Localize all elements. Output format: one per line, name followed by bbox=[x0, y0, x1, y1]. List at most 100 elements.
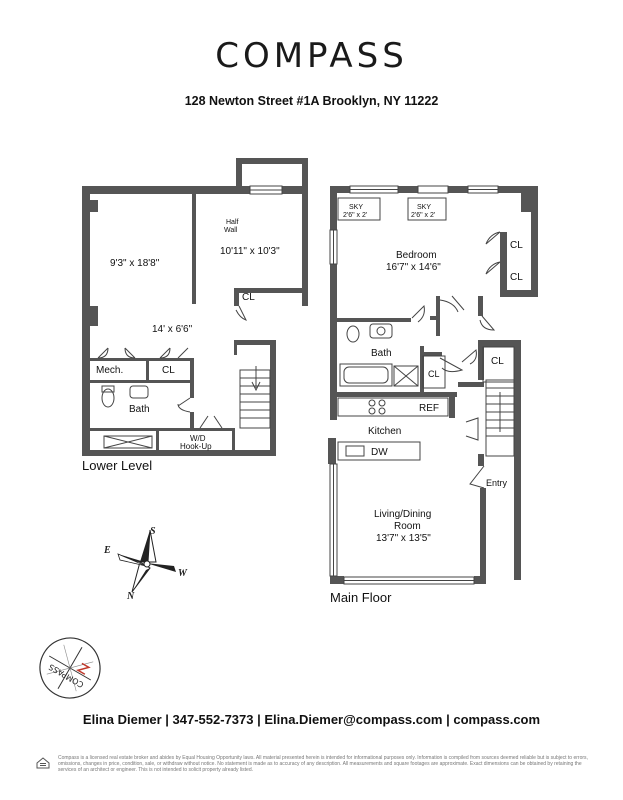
wall bbox=[330, 576, 344, 584]
stairs bbox=[239, 369, 271, 429]
direction-w: W bbox=[178, 568, 188, 579]
room-dimensions: 16'7" x 14'6" bbox=[386, 262, 441, 273]
main-floor-title: Main Floor bbox=[330, 590, 392, 605]
door-swing bbox=[439, 357, 464, 373]
wall bbox=[531, 186, 538, 290]
lower-level-title: Lower Level bbox=[82, 458, 152, 473]
wall bbox=[90, 358, 194, 361]
closet-label: CL bbox=[162, 365, 175, 376]
wall bbox=[236, 158, 308, 164]
room-label-kitchen: Kitchen bbox=[368, 426, 401, 437]
half-wall-label: Half bbox=[226, 219, 239, 226]
toilet bbox=[346, 325, 360, 343]
wall bbox=[270, 340, 276, 456]
wall bbox=[430, 316, 440, 320]
main-floor-labels: SKY 2'6" x 2' SKY 2'6" x 2' Bedroom 16'7… bbox=[330, 204, 523, 605]
wall bbox=[330, 186, 337, 230]
shower bbox=[103, 435, 153, 449]
wall bbox=[498, 186, 538, 193]
wall bbox=[90, 380, 194, 383]
wall bbox=[478, 454, 484, 466]
skylight-dims: 2'6" x 2' bbox=[343, 212, 367, 219]
compass-rose-icon: COMPASS bbox=[39, 637, 101, 699]
door-swing bbox=[199, 415, 223, 429]
wall bbox=[146, 358, 149, 383]
toilet bbox=[101, 388, 115, 408]
door-swing bbox=[439, 295, 465, 313]
room-dimensions: 10'11" x 10'3" bbox=[220, 246, 280, 257]
room-label-living: Living/Dining bbox=[374, 509, 431, 520]
door-swing bbox=[177, 397, 191, 413]
closet-label: CL bbox=[242, 292, 255, 303]
kitchen-island bbox=[337, 441, 421, 461]
wall bbox=[330, 264, 337, 420]
door-swing bbox=[411, 304, 425, 323]
sink bbox=[369, 323, 393, 339]
sink bbox=[129, 385, 149, 399]
north-arrow-icon: S E W N bbox=[103, 526, 188, 602]
wall bbox=[234, 288, 239, 306]
wall bbox=[192, 194, 196, 304]
equal-housing-icon bbox=[36, 757, 50, 769]
stairs bbox=[485, 379, 515, 457]
room-label-bath: Bath bbox=[371, 348, 392, 359]
closet-cl-c bbox=[422, 355, 446, 389]
door-swing bbox=[124, 347, 136, 359]
legal-disclaimer: Compass is a licensed real estate broker… bbox=[58, 755, 588, 773]
wall bbox=[420, 346, 424, 392]
door-swing bbox=[177, 347, 189, 359]
wall bbox=[302, 158, 308, 306]
kitchen-counter bbox=[337, 397, 449, 417]
wall bbox=[234, 288, 308, 293]
wall bbox=[337, 392, 457, 397]
wall bbox=[82, 450, 276, 456]
wall bbox=[330, 186, 350, 193]
shower bbox=[393, 365, 419, 387]
room-label-mech: Mech. bbox=[96, 365, 123, 376]
wall bbox=[190, 358, 194, 398]
closet-label: CL bbox=[510, 272, 523, 283]
closet-label: CL bbox=[428, 369, 440, 379]
door-swing bbox=[485, 261, 501, 275]
wall bbox=[474, 576, 486, 584]
direction-e: E bbox=[103, 545, 111, 556]
direction-s: S bbox=[150, 526, 156, 537]
wall bbox=[232, 428, 235, 450]
direction-n: N bbox=[126, 591, 135, 602]
wall bbox=[337, 318, 411, 322]
wall bbox=[478, 296, 483, 316]
skylight bbox=[337, 197, 381, 221]
room-dimensions: 14' x 6'6" bbox=[152, 324, 193, 335]
skylight-dims: 2'6" x 2' bbox=[411, 212, 435, 219]
bathtub bbox=[339, 363, 393, 387]
wall bbox=[82, 186, 90, 456]
compass-logo: COMPASS bbox=[215, 36, 408, 76]
door-swing bbox=[479, 315, 496, 331]
wall bbox=[190, 412, 194, 428]
dw-label: DW bbox=[371, 447, 388, 458]
closet-cl-d bbox=[482, 346, 515, 383]
wall bbox=[458, 382, 484, 387]
wall bbox=[234, 345, 237, 355]
wall bbox=[449, 392, 455, 418]
half-wall-label: Wall bbox=[224, 227, 238, 234]
door-swing bbox=[461, 349, 477, 365]
wall bbox=[328, 438, 336, 464]
wall bbox=[82, 186, 256, 194]
agent-contact: Elina Diemer | 347-552-7373 | Elina.Diem… bbox=[82, 712, 541, 727]
door-swing bbox=[235, 305, 247, 321]
door-swing bbox=[159, 347, 171, 359]
wall bbox=[514, 340, 521, 580]
door-swing bbox=[485, 231, 501, 245]
main-floor-details bbox=[329, 185, 515, 585]
ref-label: REF bbox=[419, 403, 439, 414]
main-floor-plan bbox=[328, 186, 538, 584]
stair-landing bbox=[465, 417, 479, 441]
wall bbox=[500, 232, 507, 290]
wall bbox=[156, 428, 159, 450]
wd-label: W/D bbox=[190, 434, 206, 443]
wall bbox=[234, 340, 276, 345]
wall bbox=[90, 200, 98, 212]
room-label-bedroom: Bedroom bbox=[396, 250, 437, 261]
